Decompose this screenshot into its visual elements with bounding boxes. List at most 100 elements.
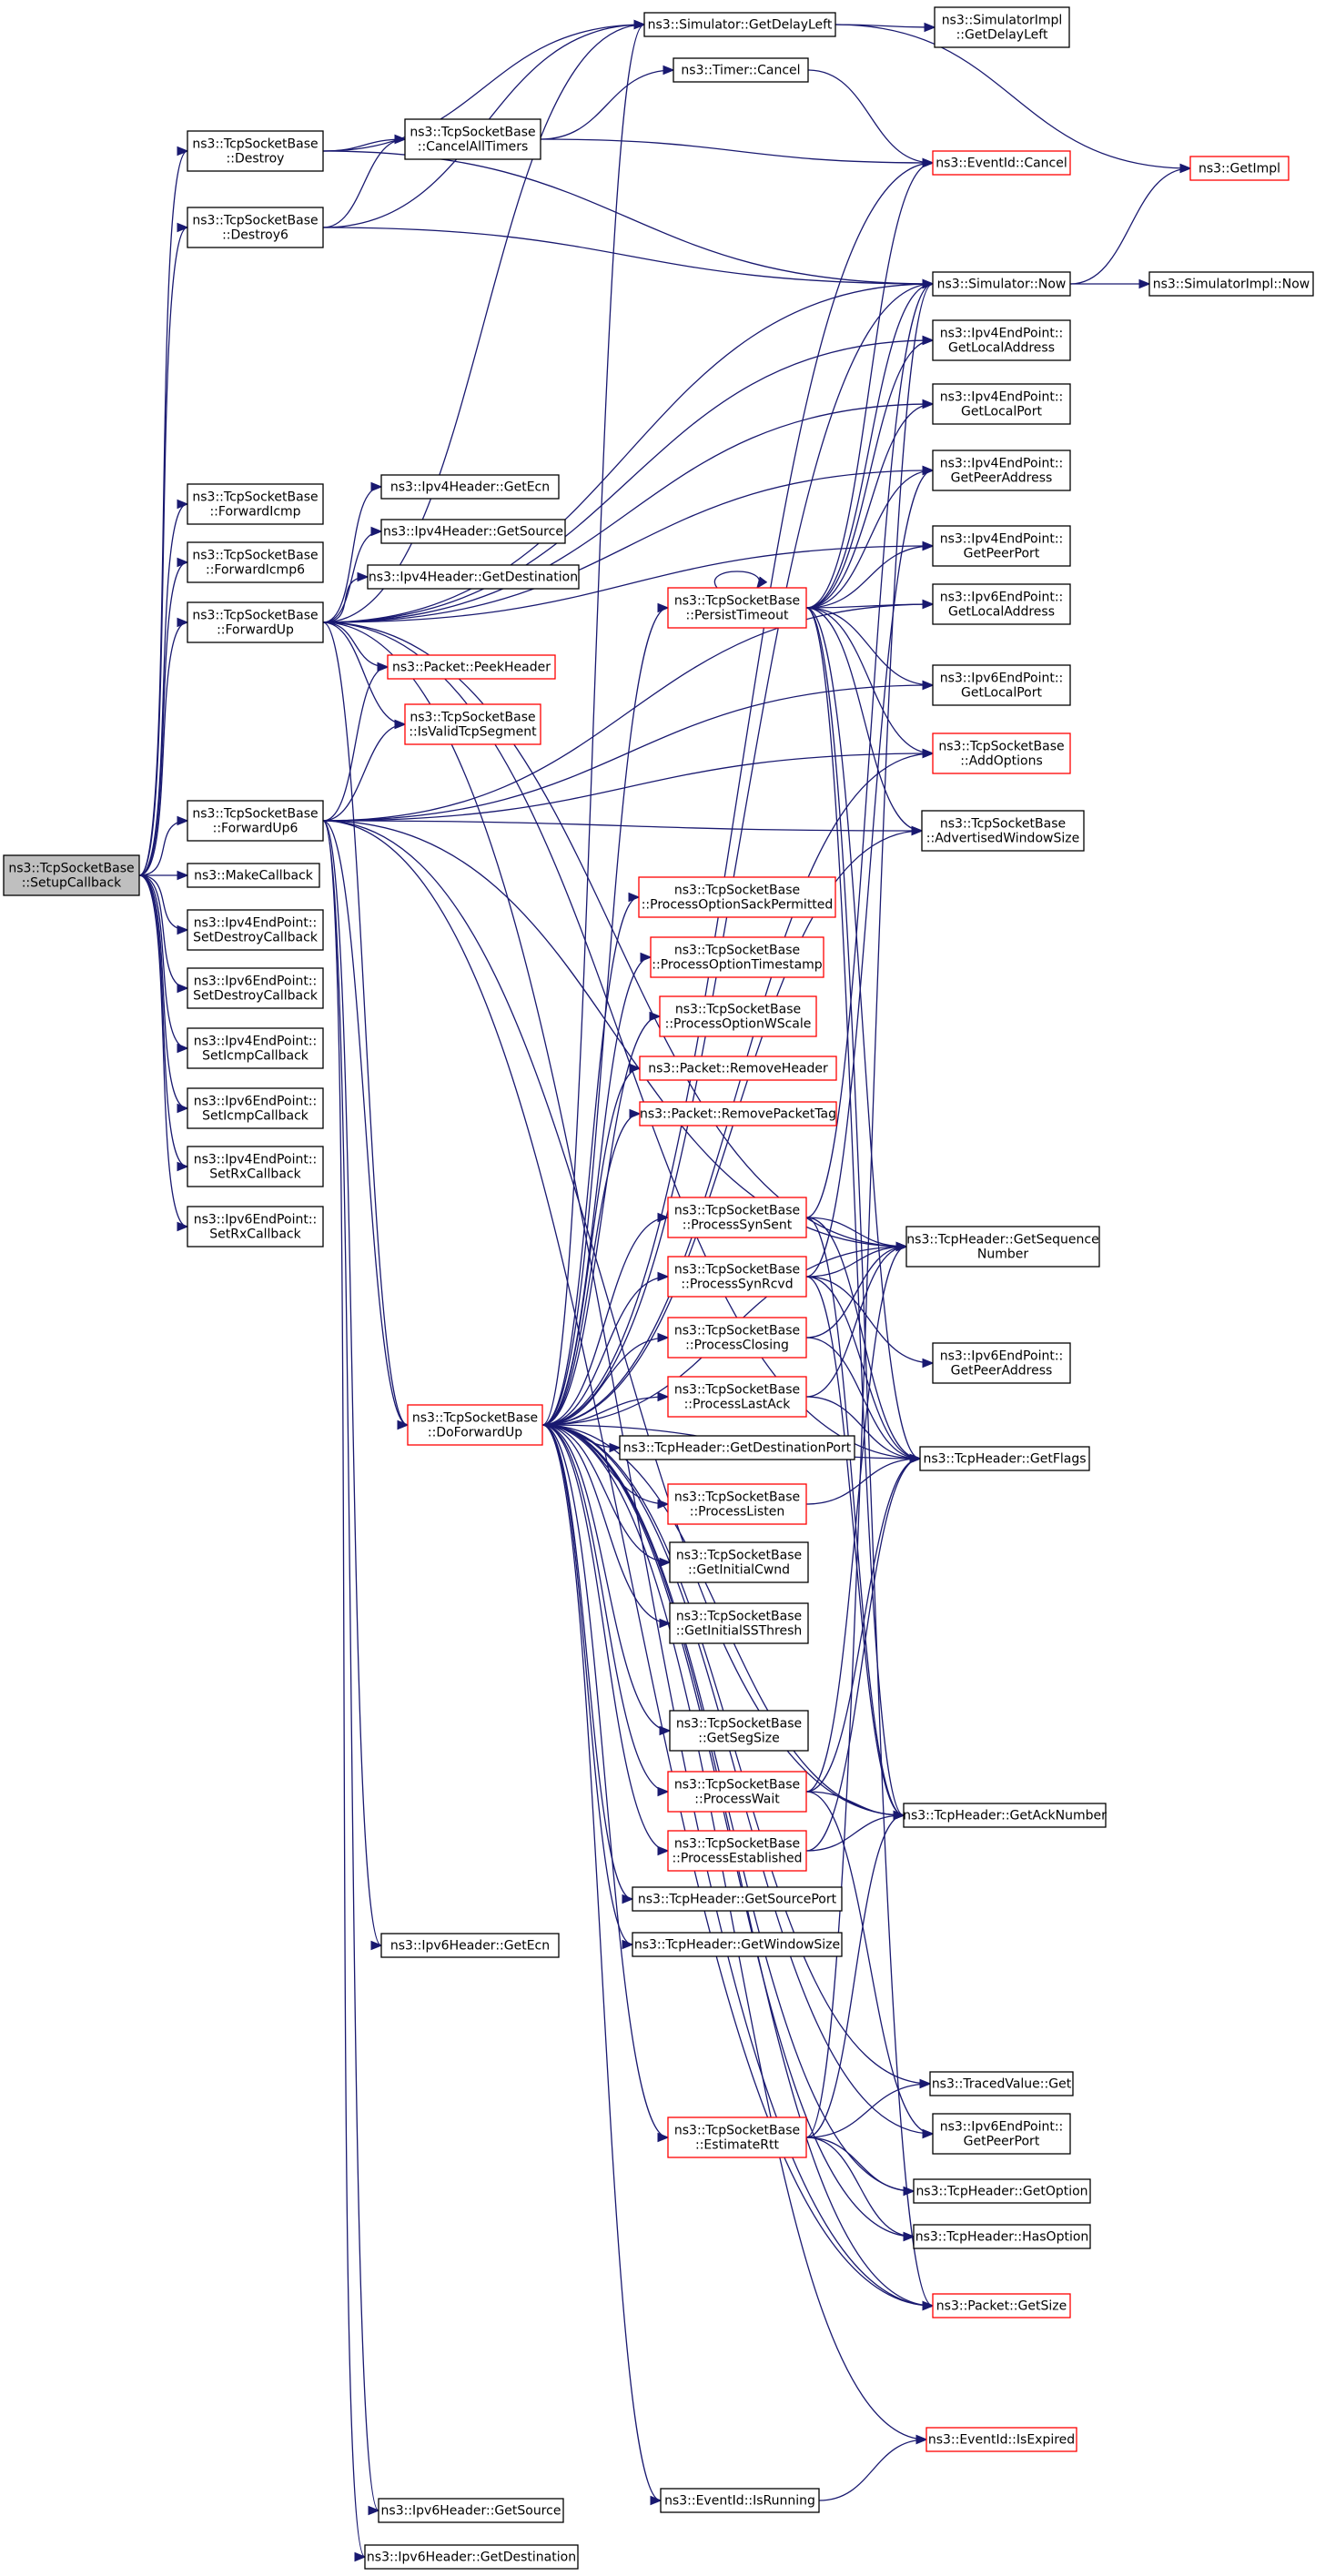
node-label: ns3::Ipv4EndPoint:: xyxy=(940,327,1064,341)
edge-fwdup6-to-getsize xyxy=(322,820,933,2306)
graph-node-ipv4getdest[interactable]: ns3::Ipv4Header::GetDestination xyxy=(367,564,580,590)
graph-node-getsourceport[interactable]: ns3::TcpHeader::GetSourcePort xyxy=(632,1886,843,1912)
edge-fwdup-to-ipv4getpeeraddr xyxy=(322,470,933,623)
graph-node-ipv4getlocaladdr[interactable]: ns3::Ipv4EndPoint::GetLocalAddress xyxy=(932,319,1071,361)
graph-node-eventcancel[interactable]: ns3::EventId::Cancel xyxy=(932,150,1071,176)
graph-node-isexpired[interactable]: ns3::EventId::IsExpired xyxy=(925,2427,1077,2452)
edge-procsynrcvd-to-ipv6getpeeraddr xyxy=(805,1276,933,1363)
edge-doforwardup-to-estimatertt xyxy=(541,1424,668,2137)
graph-node-ipv4icmp[interactable]: ns3::Ipv4EndPoint::SetIcmpCallback xyxy=(187,1027,324,1069)
graph-node-hasoption[interactable]: ns3::TcpHeader::HasOption xyxy=(913,2224,1091,2249)
graph-node-estimatertt[interactable]: ns3::TcpSocketBase::EstimateRtt xyxy=(667,2116,807,2158)
node-box xyxy=(669,1541,809,1583)
graph-node-proclastack[interactable]: ns3::TcpSocketBase::ProcessLastAck xyxy=(667,1376,807,1418)
node-label: ::ProcessListen xyxy=(690,1505,785,1520)
node-label: ::GetSegSize xyxy=(698,1732,780,1746)
graph-node-getacknum[interactable]: ns3::TcpHeader::GetAckNumber xyxy=(903,1803,1107,1828)
graph-node-fwdup6[interactable]: ns3::TcpSocketBase::ForwardUp6 xyxy=(187,800,324,842)
node-label: ns3::TcpSocketBase xyxy=(674,944,800,958)
graph-node-ipv6getdest[interactable]: ns3::Ipv6Header::GetDestination xyxy=(364,2544,579,2570)
node-label: ns3::Ipv6Header::GetEcn xyxy=(390,1939,550,1954)
graph-node-simimplnow[interactable]: ns3::SimulatorImpl::Now xyxy=(1148,271,1314,297)
graph-node-getinitcwnd[interactable]: ns3::TcpSocketBase::GetInitialCwnd xyxy=(669,1541,809,1583)
graph-node-ipv4getlocalport[interactable]: ns3::Ipv4EndPoint::GetLocalPort xyxy=(932,383,1071,425)
graph-node-procclosing[interactable]: ns3::TcpSocketBase::ProcessClosing xyxy=(667,1317,807,1359)
graph-node-procsynsent[interactable]: ns3::TcpSocketBase::ProcessSynSent xyxy=(667,1197,807,1238)
node-box xyxy=(673,57,809,83)
graph-node-ipv6getsource[interactable]: ns3::Ipv6Header::GetSource xyxy=(378,2498,564,2523)
graph-node-removeheader[interactable]: ns3::Packet::RemoveHeader xyxy=(639,1056,837,1081)
graph-node-getinitssthresh[interactable]: ns3::TcpSocketBase::GetInitialSSThresh xyxy=(669,1602,809,1644)
graph-node-proclisten[interactable]: ns3::TcpSocketBase::ProcessListen xyxy=(667,1483,807,1525)
graph-node-procwait[interactable]: ns3::TcpSocketBase::ProcessWait xyxy=(667,1771,807,1813)
graph-node-fwdup[interactable]: ns3::TcpSocketBase::ForwardUp xyxy=(187,601,324,643)
graph-node-ipv6getecn[interactable]: ns3::Ipv6Header::GetEcn xyxy=(380,1933,560,1958)
graph-node-ipv4getpeerport[interactable]: ns3::Ipv4EndPoint::GetPeerPort xyxy=(932,525,1071,567)
graph-node-advwin[interactable]: ns3::TcpSocketBase::AdvertisedWindowSize xyxy=(921,810,1085,852)
node-label: ns3::Ipv6EndPoint:: xyxy=(194,1095,318,1109)
node-box xyxy=(367,564,580,590)
graph-node-ipv6getlocalport[interactable]: ns3::Ipv6EndPoint::GetLocalPort xyxy=(932,664,1071,706)
graph-node-getdestport[interactable]: ns3::TcpHeader::GetDestinationPort xyxy=(619,1435,855,1460)
node-label: ns3::TcpSocketBase xyxy=(675,1003,801,1017)
edge-fwdup6-to-advwin xyxy=(322,820,922,831)
graph-node-ipv4rx[interactable]: ns3::Ipv4EndPoint::SetRxCallback xyxy=(187,1146,324,1187)
graph-node-ipv6icmp[interactable]: ns3::Ipv6EndPoint::SetIcmpCallback xyxy=(187,1087,324,1129)
node-layer: ns3::TcpSocketBase::SetupCallbackns3::Tc… xyxy=(3,6,1314,2570)
graph-node-makecb[interactable]: ns3::MakeCallback xyxy=(187,863,320,888)
graph-node-ipv4destroy[interactable]: ns3::Ipv4EndPoint::SetDestroyCallback xyxy=(187,909,324,951)
graph-node-isrunning[interactable]: ns3::EventId::IsRunning xyxy=(660,2488,820,2513)
edge-doforwardup-to-getdelayleft xyxy=(541,25,645,1426)
graph-node-ipv4getpeeraddr[interactable]: ns3::Ipv4EndPoint::GetPeerAddress xyxy=(932,450,1071,491)
graph-node-addoptions[interactable]: ns3::TcpSocketBase::AddOptions xyxy=(932,732,1071,774)
graph-node-ipv6getpeerport[interactable]: ns3::Ipv6EndPoint::GetPeerPort xyxy=(932,2113,1071,2155)
node-label: ::EstimateRtt xyxy=(695,2138,779,2153)
graph-node-simnow[interactable]: ns3::Simulator::Now xyxy=(932,271,1071,297)
graph-node-ipv6rx[interactable]: ns3::Ipv6EndPoint::SetRxCallback xyxy=(187,1206,324,1248)
graph-node-procsynrcvd[interactable]: ns3::TcpSocketBase::ProcessSynRcvd xyxy=(667,1256,807,1298)
graph-node-getwindowsize[interactable]: ns3::TcpHeader::GetWindowSize xyxy=(632,1932,843,1957)
graph-node-doforwardup[interactable]: ns3::TcpSocketBase::DoForwardUp xyxy=(407,1404,543,1446)
node-label: ns3::Ipv4EndPoint:: xyxy=(194,916,318,931)
edge-doforwardup-to-proctimestamp xyxy=(541,957,651,1426)
graph-node-ipv4getsource[interactable]: ns3::Ipv4Header::GetSource xyxy=(380,519,566,544)
graph-node-procwscale[interactable]: ns3::TcpSocketBase::ProcessOptionWScale xyxy=(659,995,817,1037)
graph-node-getsize[interactable]: ns3::Packet::GetSize xyxy=(932,2293,1071,2318)
graph-node-peekheader[interactable]: ns3::Packet::PeekHeader xyxy=(387,654,556,680)
graph-node-fwdicmp[interactable]: ns3::TcpSocketBase::ForwardIcmp xyxy=(187,483,324,525)
graph-node-proctimestamp[interactable]: ns3::TcpSocketBase::ProcessOptionTimesta… xyxy=(650,936,824,978)
graph-node-getimpl[interactable]: ns3::GetImpl xyxy=(1189,156,1290,181)
node-label: ns3::Ipv4Header::GetEcn xyxy=(390,480,550,495)
graph-node-getoption[interactable]: ns3::TcpHeader::GetOption xyxy=(913,2178,1091,2204)
graph-node-getdelayleft[interactable]: ns3::Simulator::GetDelayLeft xyxy=(643,12,836,37)
graph-node-timercancel[interactable]: ns3::Timer::Cancel xyxy=(673,57,809,83)
graph-node-procsackperm[interactable]: ns3::TcpSocketBase::ProcessOptionSackPer… xyxy=(638,876,836,918)
graph-node-ipv4getecn[interactable]: ns3::Ipv4Header::GetEcn xyxy=(380,474,560,500)
edge-persist-to-getacknum xyxy=(805,607,905,1815)
graph-node-destroy6[interactable]: ns3::TcpSocketBase::Destroy6 xyxy=(187,207,324,248)
graph-node-ipv6getlocaladdr[interactable]: ns3::Ipv6EndPoint::GetLocalAddress xyxy=(932,583,1071,625)
graph-node-getsegsize[interactable]: ns3::TcpSocketBase::GetSegSize xyxy=(669,1710,809,1752)
graph-node-procestablished[interactable]: ns3::TcpSocketBase::ProcessEstablished xyxy=(667,1830,807,1872)
graph-node-destroy[interactable]: ns3::TcpSocketBase::Destroy xyxy=(187,130,324,172)
node-label: ::Destroy xyxy=(227,152,285,167)
graph-node-getflags[interactable]: ns3::TcpHeader::GetFlags xyxy=(919,1446,1090,1471)
edge-fwdup6-to-doforwardup xyxy=(322,820,409,1425)
edge-getdelayleft-to-getimpl xyxy=(834,24,1190,168)
edge-destroy-to-simnow xyxy=(322,150,933,284)
graph-node-cancelall[interactable]: ns3::TcpSocketBase::CancelAllTimers xyxy=(404,118,541,160)
node-label: ns3::Simulator::GetDelayLeft xyxy=(648,18,833,33)
graph-node-simimpldelay[interactable]: ns3::SimulatorImpl::GetDelayLeft xyxy=(934,6,1070,48)
node-label: GetLocalAddress xyxy=(948,605,1055,620)
edge-persist-to-addoptions xyxy=(805,607,933,753)
node-label: ns3::TracedValue::Get xyxy=(932,2077,1072,2092)
edge-doforwardup-to-advwin xyxy=(541,831,922,1426)
graph-node-ipv6getpeeraddr[interactable]: ns3::Ipv6EndPoint::GetPeerAddress xyxy=(932,1342,1071,1384)
graph-node-persist[interactable]: ns3::TcpSocketBase::PersistTimeout xyxy=(667,587,807,629)
graph-node-isvalidtcp[interactable]: ns3::TcpSocketBase::IsValidTcpSegment xyxy=(404,703,541,745)
graph-node-ipv6destroy[interactable]: ns3::Ipv6EndPoint::SetDestroyCallback xyxy=(187,967,324,1009)
graph-node-removepackettag[interactable]: ns3::Packet::RemovePacketTag xyxy=(639,1101,837,1126)
graph-node-fwdicmp6[interactable]: ns3::TcpSocketBase::ForwardIcmp6 xyxy=(187,541,324,583)
graph-node-tracedget[interactable]: ns3::TracedValue::Get xyxy=(929,2071,1074,2096)
